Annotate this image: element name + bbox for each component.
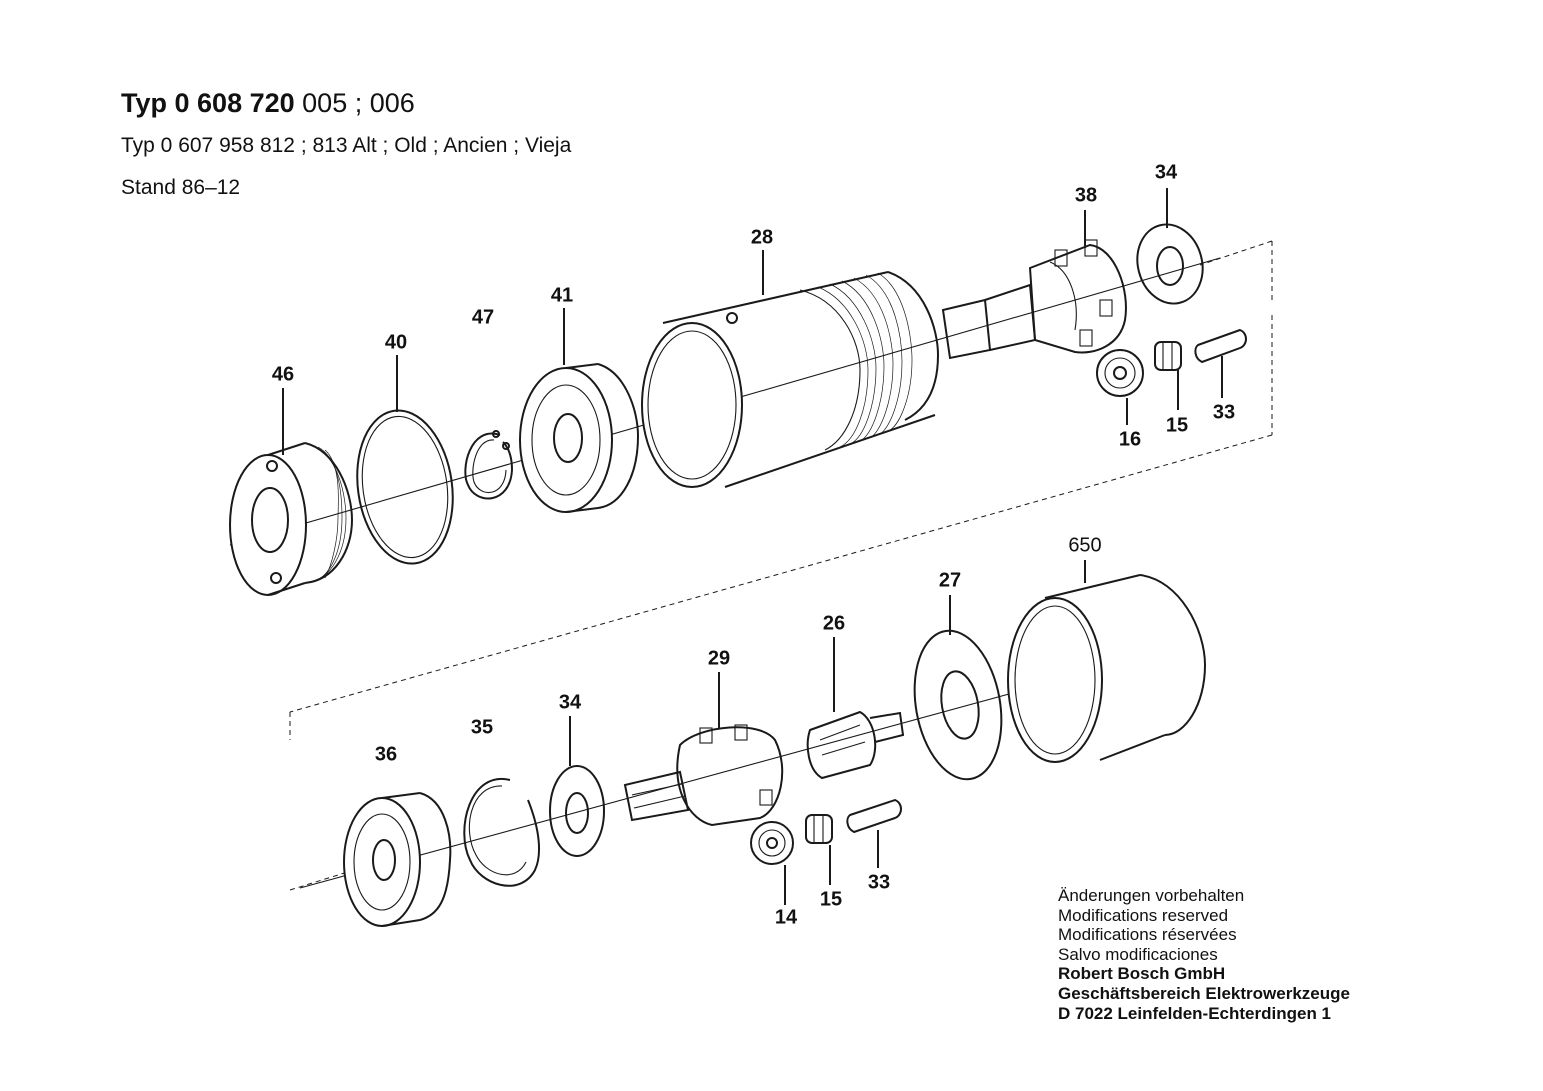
part-16-gear-upper <box>1096 349 1144 397</box>
label-part-15-upper: 15 <box>1165 414 1189 437</box>
part-15-pinion-upper <box>1154 341 1182 371</box>
label-part-46: 46 <box>271 363 295 386</box>
footer-notes: Änderungen vorbehalten Modifications res… <box>1058 886 1350 1023</box>
part-29-planet-carrier <box>623 724 784 827</box>
label-part-15-lower: 15 <box>819 888 843 911</box>
part-14-gear-lower <box>750 821 794 865</box>
label-part-35: 35 <box>470 716 494 739</box>
note-english: Modifications reserved <box>1058 905 1229 925</box>
label-part-38: 38 <box>1074 184 1098 207</box>
label-part-16: 16 <box>1118 428 1142 451</box>
label-part-27: 27 <box>938 569 962 592</box>
part-46-end-cap <box>229 442 354 596</box>
part-27-washer <box>913 629 1003 781</box>
label-part-47: 47 <box>471 306 495 329</box>
old-type-line: Typ 0 607 958 812 ; 813 Alt ; Old ; Anci… <box>121 134 572 157</box>
part-41-ball-bearing <box>519 363 640 513</box>
label-leader-lines <box>282 188 1223 905</box>
title-suffix: 005 ; 006 <box>302 88 415 118</box>
part-28-housing <box>641 271 940 488</box>
part-38-planet-carrier <box>941 239 1127 360</box>
label-part-33-upper: 33 <box>1212 401 1236 424</box>
label-part-41: 41 <box>550 284 574 307</box>
label-part-14: 14 <box>774 906 798 929</box>
label-part-33-lower: 33 <box>867 871 891 894</box>
document-title: Typ 0 608 720 005 ; 006 <box>121 88 415 119</box>
revision-line: Stand 86–12 <box>121 176 241 199</box>
part-650-sleeve <box>1007 574 1207 763</box>
label-part-40: 40 <box>384 331 408 354</box>
title-number: 0 608 720 <box>174 88 295 118</box>
part-33-pin-upper <box>1194 328 1247 364</box>
company-address: D 7022 Leinfelden-Echterdingen 1 <box>1058 1003 1332 1023</box>
part-15-pinion-lower <box>805 814 833 844</box>
label-part-29: 29 <box>707 647 731 670</box>
label-part-36: 36 <box>374 743 398 766</box>
part-34-lower-washer <box>549 765 605 857</box>
label-part-34-lower: 34 <box>558 691 582 714</box>
label-part-34-upper: 34 <box>1154 161 1178 184</box>
part-35-snap-ring <box>463 777 540 887</box>
title-prefix: Typ <box>121 88 167 118</box>
label-part-26: 26 <box>822 612 846 635</box>
part-36-ball-bearing <box>343 792 452 927</box>
note-spanish: Salvo modificaciones <box>1058 944 1218 964</box>
company-division: Geschäftsbereich Elektrowerkzeuge <box>1058 983 1350 1003</box>
part-40-o-ring <box>356 409 454 565</box>
company-name: Robert Bosch GmbH <box>1058 964 1226 984</box>
part-47-circlip <box>464 430 514 500</box>
part-34-upper-washer <box>1136 223 1204 305</box>
note-german: Änderungen vorbehalten <box>1058 886 1245 905</box>
part-33-pin-lower <box>846 798 902 834</box>
label-part-28: 28 <box>750 226 774 249</box>
label-part-650: 650 <box>1068 534 1102 557</box>
note-french: Modifications réservées <box>1058 925 1237 945</box>
part-26-pinion-shaft <box>806 710 905 780</box>
